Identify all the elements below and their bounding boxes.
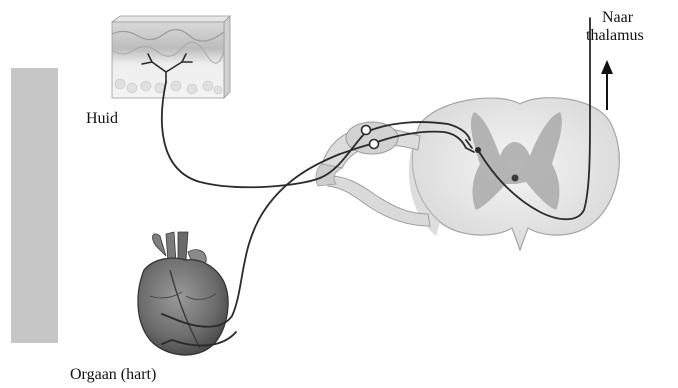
skin-block	[112, 16, 230, 98]
destination-label-line2: thalamus	[586, 27, 644, 45]
organ-label: Orgaan (hart)	[70, 366, 156, 384]
up-arrow-icon	[601, 60, 613, 110]
destination-label-line1: Naar	[602, 9, 633, 27]
skin-label: Huid	[86, 110, 118, 128]
spinal-cord	[316, 98, 619, 250]
heart-illustration	[138, 232, 228, 355]
